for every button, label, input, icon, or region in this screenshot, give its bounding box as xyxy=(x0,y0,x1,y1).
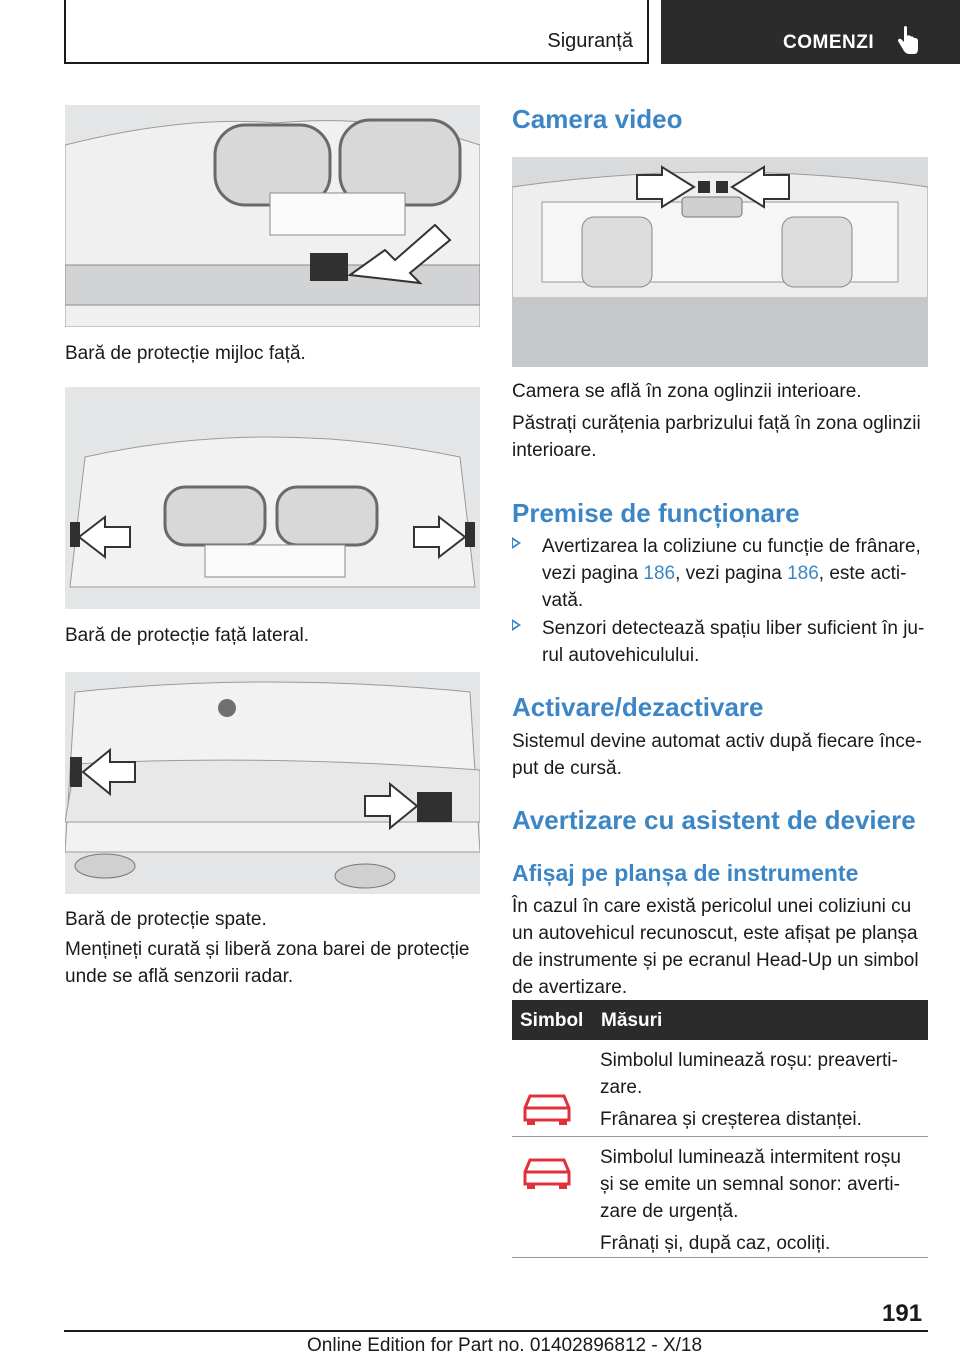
radar-sensors-paragraph: Mențineți curată și liberă zona barei de… xyxy=(65,939,470,987)
bullet-triangle-icon xyxy=(512,619,521,631)
heading-camera-video: Camera video xyxy=(512,104,683,134)
table-header: Simbol Măsuri xyxy=(512,1000,928,1040)
footer-edition: Online Edition for Part no. 01402896812 … xyxy=(307,1335,703,1356)
car-warning-icon xyxy=(523,1158,571,1189)
caption-front-center: Bară de protecție mijloc față. xyxy=(65,343,306,364)
hand-pointer-icon xyxy=(898,26,918,54)
table-col-symbol: Simbol xyxy=(520,1010,584,1031)
header-section-title: Siguranță xyxy=(547,30,633,52)
page-number: 191 xyxy=(882,1300,923,1327)
header-chapter-title: COMENZI xyxy=(783,32,875,53)
camera-location-text: Camera se află în zona oglinzii interioa… xyxy=(512,381,862,402)
front-bumper-side-image xyxy=(65,387,480,609)
camera-clean-text: Păstrați curățenia parbrizului față în z… xyxy=(512,413,921,461)
header-chapter-tab[interactable]: COMENZI xyxy=(661,0,960,64)
caption-front-side: Bară de protecție față lateral. xyxy=(65,625,309,646)
table-row-1-measures: Simbolul luminează roșu: preaverti- zare… xyxy=(600,1050,898,1130)
caption-rear: Bară de protecție spate. xyxy=(65,909,267,930)
heading-activare: Activare/dezactivare xyxy=(512,692,764,722)
display-paragraph: În cazul în care există pericolul unei c… xyxy=(512,896,919,998)
activation-text: Sistemul devine automat activ după fieca… xyxy=(512,731,922,779)
header-section-box: Siguranță xyxy=(64,0,649,64)
front-bumper-center-image xyxy=(65,105,480,327)
page-link-186-a[interactable]: 186 xyxy=(643,563,676,584)
bullet-item-2: Senzori detectează spațiu liber suficien… xyxy=(512,615,928,669)
camera-interior-image xyxy=(512,157,928,367)
rear-bumper-image xyxy=(65,672,480,894)
bullet-triangle-icon xyxy=(512,537,521,549)
page-link-186-b[interactable]: 186 xyxy=(787,563,819,584)
heading-avertizare: Avertizare cu asistent de deviere xyxy=(512,805,916,835)
bullet-item-1: Avertizarea la coliziune cu funcție de f… xyxy=(512,533,928,614)
footer-rule xyxy=(64,1330,928,1332)
heading-premise: Premise de funcționare xyxy=(512,498,800,528)
table-col-measures: Măsuri xyxy=(601,1010,663,1031)
table-row-2-measures: Simbolul luminează intermitent roșu și s… xyxy=(600,1147,901,1254)
car-warning-icon xyxy=(523,1094,571,1125)
table-row-divider xyxy=(512,1257,928,1258)
heading-afisaj: Afișaj pe planșa de instrumente xyxy=(512,860,859,886)
table-row-divider xyxy=(512,1136,928,1137)
